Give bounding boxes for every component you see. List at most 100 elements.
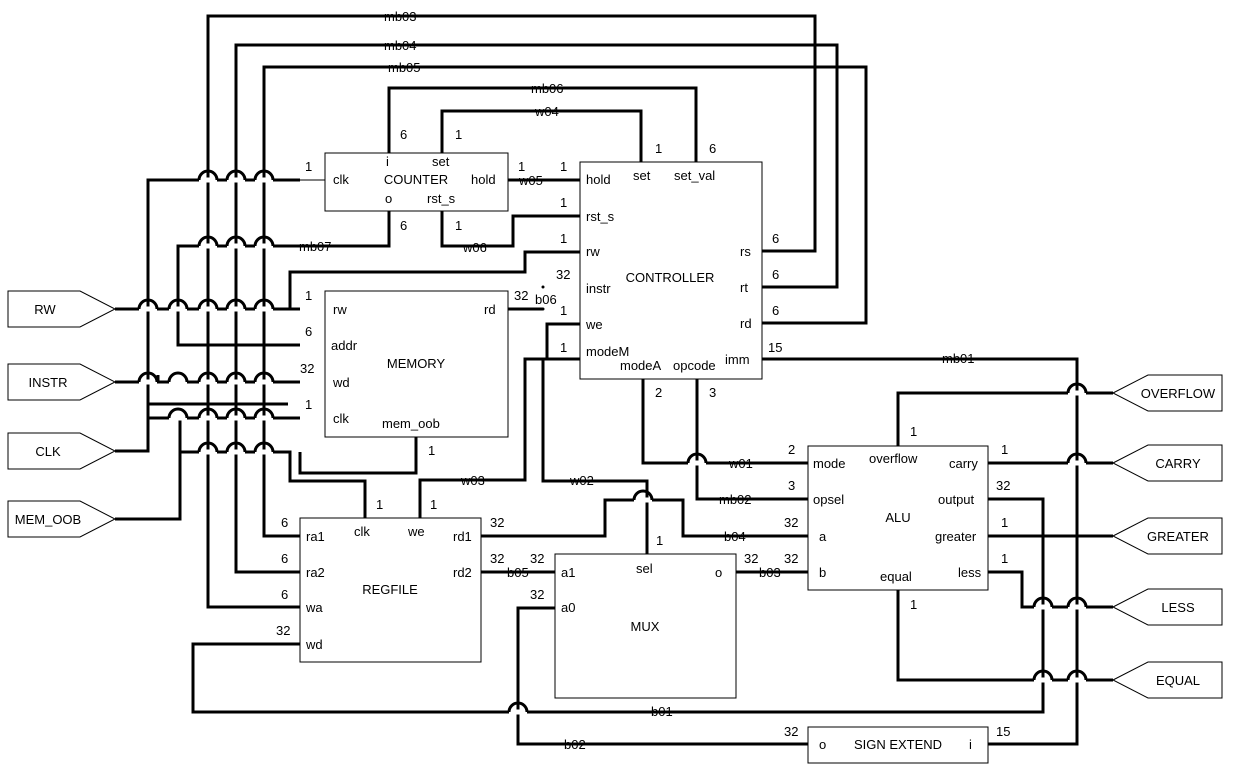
svg-text:EQUAL: EQUAL (1156, 673, 1200, 688)
wire-w06 (440, 211, 580, 248)
memory-width-rd: 32 (514, 288, 528, 303)
svg-text:INSTR: INSTR (29, 375, 68, 390)
alu-port-a: a (819, 529, 827, 544)
output-overflow[interactable]: OVERFLOW (1111, 374, 1223, 412)
memory-title: MEMORY (387, 356, 446, 371)
alu-width-overflow: 1 (910, 424, 917, 439)
memory-port-rd: rd (484, 302, 496, 317)
svg-text:RW: RW (34, 302, 56, 317)
label-mb04: mb04 (384, 38, 417, 53)
wire-mb04 (234, 43, 839, 574)
input-instr[interactable]: INSTR (7, 363, 117, 401)
counter-port-rst-s: rst_s (427, 191, 456, 206)
regfile-width-ra1: 6 (281, 515, 288, 530)
input-clk[interactable]: CLK (7, 432, 117, 470)
mux-title: MUX (631, 619, 660, 634)
controller-width-modem: 1 (560, 340, 567, 355)
controller-port-rst-s: rst_s (586, 209, 615, 224)
controller-width-rs: 6 (772, 231, 779, 246)
regfile-port-we: we (407, 524, 425, 539)
controller-width-opcode: 3 (709, 385, 716, 400)
counter-width-rst-s: 1 (455, 218, 462, 233)
controller-port-rd: rd (740, 316, 752, 331)
sign-extend-width-i: 15 (996, 724, 1010, 739)
controller-port-we: we (585, 317, 603, 332)
alu-port-less: less (958, 565, 982, 580)
counter-port-clk: clk (333, 172, 349, 187)
mux-port-a1: a1 (561, 565, 575, 580)
memory-port-addr: addr (331, 338, 358, 353)
controller-port-rw: rw (586, 244, 600, 259)
regfile-port-wd: wd (305, 637, 323, 652)
alu-width-a: 32 (784, 515, 798, 530)
wire-mb06 (387, 86, 698, 162)
label-mb05: mb05 (388, 60, 421, 75)
wire-clk-counter (146, 178, 300, 451)
output-greater[interactable]: GREATER (1111, 517, 1223, 555)
sign-extend-port-o: o (819, 737, 826, 752)
wire-hop (1066, 452, 1088, 464)
label-w06: w06 (462, 240, 487, 255)
alu-port-opsel: opsel (813, 492, 844, 507)
input-mem-oob[interactable]: MEM_OOB (7, 500, 117, 538)
mux-width-a1: 32 (530, 551, 544, 566)
wire-mb03 (206, 14, 817, 609)
alu-width-mode: 2 (788, 442, 795, 457)
output-less[interactable]: LESS (1111, 588, 1223, 626)
controller-port-rt: rt (740, 280, 748, 295)
alu-block[interactable]: ALU mode opsel a b overflow equal carry … (784, 424, 1010, 612)
wire-b01 (191, 497, 1045, 714)
wire-hop (507, 701, 529, 713)
counter-width-clk: 1 (305, 159, 312, 174)
wire-hop (225, 371, 247, 383)
wire-w01 (641, 379, 808, 465)
wire-hop (225, 235, 247, 247)
sign-extend-block[interactable]: SIGN EXTEND o i 32 15 (784, 724, 1010, 764)
controller-port-set-val: set_val (674, 168, 715, 183)
controller-port-instr: instr (586, 281, 611, 296)
wire-hop (197, 235, 219, 247)
mux-block[interactable]: MUX a1 a0 sel o 32 32 1 32 (530, 533, 758, 699)
wire-hop (1066, 596, 1088, 608)
wire-mb02 (695, 379, 808, 501)
regfile-port-wa: wa (305, 600, 323, 615)
wire-mem-oob-out (298, 437, 418, 475)
memory-block[interactable]: MEMORY rw addr wd clk rd mem_oob 1 6 32 … (300, 288, 528, 458)
memory-width-rw: 1 (305, 288, 312, 303)
alu-port-overflow: overflow (869, 451, 918, 466)
wire-rw-ctrl (288, 250, 580, 309)
alu-width-output: 32 (996, 478, 1010, 493)
regfile-width-clk: 1 (376, 497, 383, 512)
label-b02: b02 (564, 737, 586, 752)
wire-hop (197, 407, 219, 419)
label-mb02: mb02 (719, 492, 752, 507)
counter-block[interactable]: COUNTER clk i set hold o rst_s 1 6 1 1 6… (290, 127, 540, 233)
regfile-port-ra2: ra2 (306, 565, 325, 580)
wire-hop (253, 407, 275, 419)
svg-text:OVERFLOW: OVERFLOW (1141, 386, 1216, 401)
regfile-port-rd2: rd2 (453, 565, 472, 580)
mux-width-sel: 1 (656, 533, 663, 548)
controller-width-set-val: 6 (709, 141, 716, 156)
counter-title: COUNTER (384, 172, 448, 187)
controller-port-set: set (633, 168, 651, 183)
counter-port-set: set (432, 154, 450, 169)
wire-hop (167, 298, 189, 310)
counter-width-hold: 1 (518, 159, 525, 174)
svg-text:LESS: LESS (1161, 600, 1195, 615)
memory-width-clk: 1 (305, 397, 312, 412)
svg-text:GREATER: GREATER (1147, 529, 1209, 544)
wire-hop (197, 169, 219, 181)
wire-hop (1032, 669, 1054, 681)
input-rw[interactable]: RW (7, 290, 117, 328)
output-equal[interactable]: EQUAL (1111, 661, 1223, 699)
wire-hop (1066, 382, 1088, 394)
regfile-width-rd2: 32 (490, 551, 504, 566)
wire-clk-regfile (115, 418, 150, 453)
controller-block[interactable]: CONTROLLER hold set set_val rst_s rw ins… (541, 141, 783, 400)
svg-text:CARRY: CARRY (1155, 456, 1201, 471)
wire-labels: mb03 mb04 mb05 mb06 w04 w05 w06 mb07 b06… (299, 9, 975, 752)
output-carry[interactable]: CARRY (1111, 444, 1223, 482)
regfile-block[interactable]: REGFILE ra1 ra2 wa wd clk we rd1 rd2 6 6… (276, 497, 504, 663)
